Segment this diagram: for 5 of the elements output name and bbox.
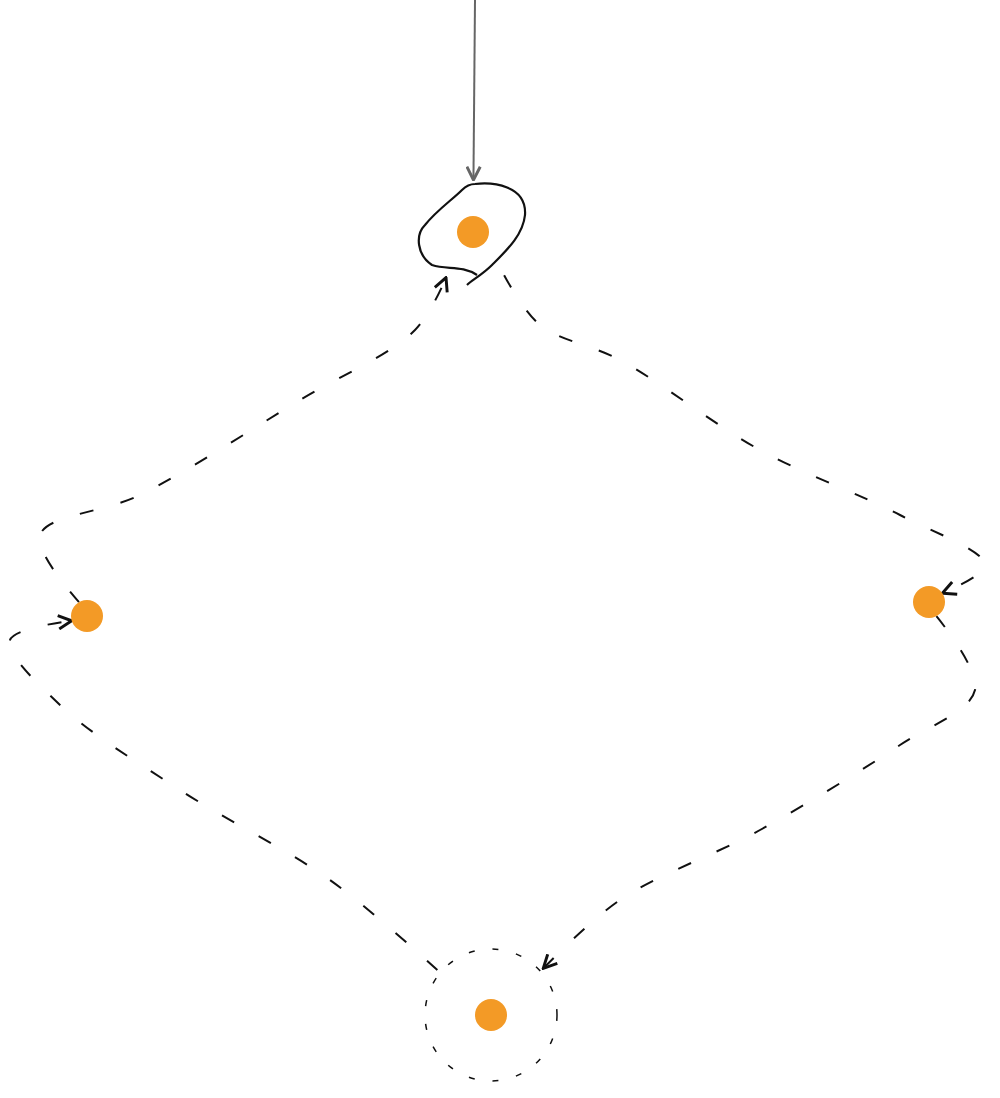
state-node [417, 180, 529, 284]
arrow [541, 615, 977, 970]
state-node [71, 600, 103, 632]
state-node [913, 586, 945, 618]
arrow [465, 0, 482, 182]
